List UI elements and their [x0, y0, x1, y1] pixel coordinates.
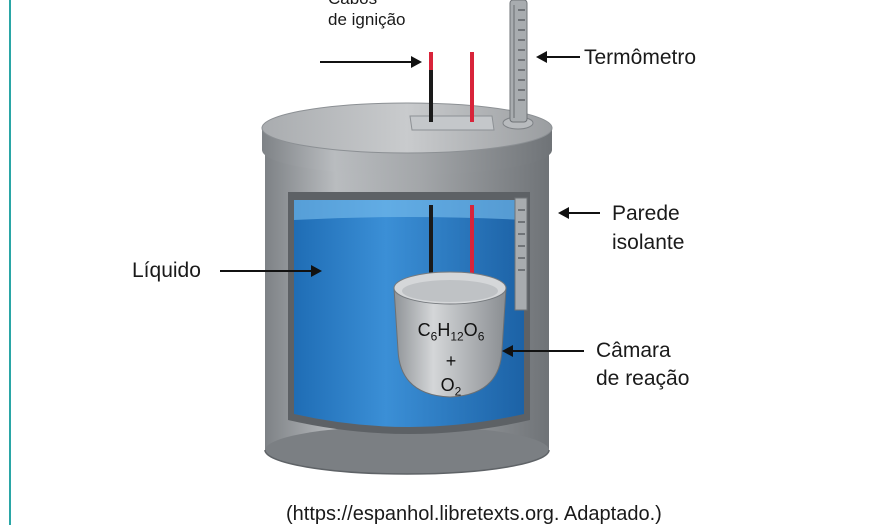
label-wall-line2: isolante	[612, 231, 685, 254]
chemical-formula: C6H12O6 + O2	[398, 318, 504, 403]
label-ignition-cables-line1: Cabos	[328, 0, 377, 10]
label-ignition-cables-line2: de ignição	[328, 10, 406, 29]
label-chamber-line2: de reação	[596, 367, 690, 390]
arrow-reaction-chamber	[502, 345, 584, 357]
arrow-thermometer	[536, 51, 580, 63]
label-liquid: Líquido	[132, 259, 201, 282]
label-thermometer: Termômetro	[584, 46, 697, 69]
frame-border-line	[9, 0, 11, 525]
thermometer-ticks	[518, 9, 525, 271]
arrow-ignition-cables	[320, 56, 422, 68]
source-citation: (https://espanhol.libretexts.org. Adapta…	[286, 503, 662, 525]
label-chamber-line1: Câmara	[596, 339, 671, 362]
ignition-wires	[429, 52, 474, 282]
label-wall-line1: Parede	[612, 202, 680, 225]
lid	[261, 102, 553, 175]
arrow-liquid	[220, 265, 322, 277]
formula-reactant-glucose: C6H12O6	[417, 320, 485, 344]
reaction-chamber	[393, 271, 507, 398]
formula-plus-sign: +	[445, 350, 457, 371]
arrow-insulating-wall	[558, 207, 600, 219]
formula-reactant-oxygen: O2	[440, 374, 462, 399]
